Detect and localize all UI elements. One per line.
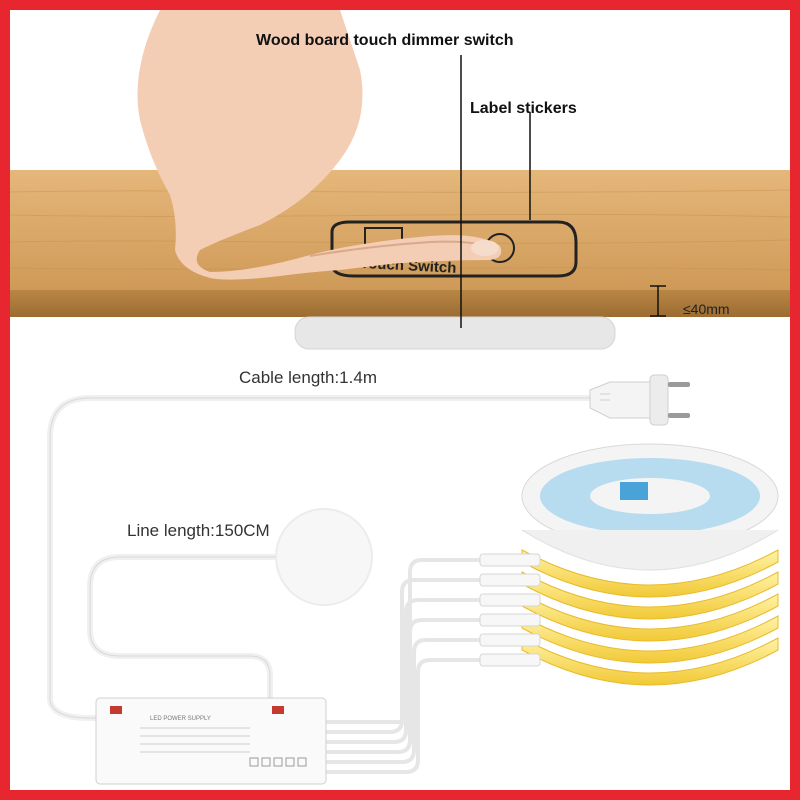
round-touch-switch: [275, 508, 373, 606]
product-photo: Touch Switch: [10, 10, 790, 790]
wood-board-edge: [10, 290, 790, 317]
hand-illustration: [137, 10, 502, 280]
line-length-caption: Line length:150CM: [127, 521, 270, 540]
led-output-cables: [310, 558, 480, 774]
switch-cable: [87, 554, 276, 700]
cable-length-caption: Cable length:1.4m: [239, 368, 377, 387]
label-sticker-outline: [330, 220, 578, 278]
dimmer-box-under-board: [294, 316, 616, 350]
power-supply-box: LED POWER SUPPLY: [95, 697, 327, 785]
led-strip-reels: [479, 443, 779, 686]
power-supply-label: LED POWER SUPPLY: [150, 716, 211, 722]
eu-plug-illustration: [589, 374, 690, 426]
title-caption: Wood board touch dimmer switch: [256, 32, 514, 49]
thickness-indicator: [650, 285, 666, 317]
product-illustration: Touch Switch: [10, 10, 790, 785]
thickness-caption: ≤40mm: [683, 301, 730, 317]
label-stickers-caption: Label stickers: [470, 100, 577, 117]
wood-grain: [10, 189, 790, 271]
